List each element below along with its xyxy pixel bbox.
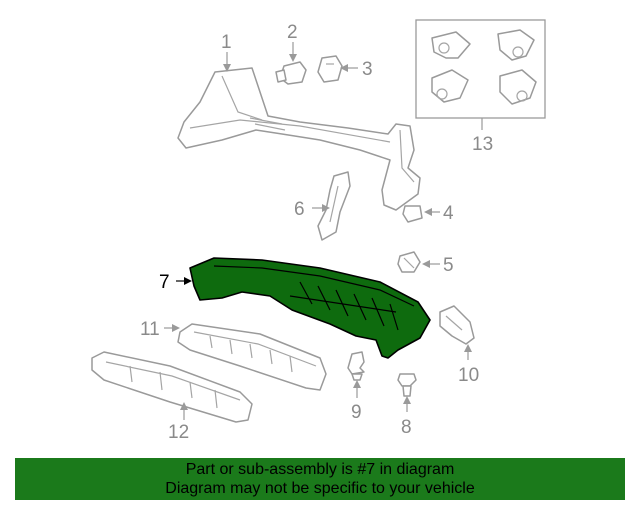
callout-11: 11: [140, 319, 160, 340]
part-12-reinforcement[interactable]: [91, 351, 253, 423]
callout-5: 5: [443, 255, 454, 276]
leader-lines: [164, 42, 483, 420]
callout-7: 7: [159, 272, 170, 293]
part-1-bumper-bracket[interactable]: [177, 67, 421, 211]
sensor-bottom-left: [431, 69, 469, 103]
sensor-bottom-right: [499, 69, 537, 105]
part-11-absorber[interactable]: [177, 323, 327, 391]
callout-2: 2: [287, 22, 298, 43]
sensor-top-right: [497, 29, 535, 61]
part-7-lower-valance[interactable]: [189, 257, 431, 359]
part-6-bracket[interactable]: [317, 171, 351, 241]
banner-line-1: Part or sub-assembly is #7 in diagram: [185, 461, 455, 478]
callout-9: 9: [351, 402, 362, 423]
sensor-top-left: [431, 31, 471, 59]
callout-10: 10: [458, 365, 479, 386]
callout-12: 12: [168, 422, 189, 443]
callout-labels: 1 2 3 4 5 6 7 8 9 10 11 12 13: [140, 22, 493, 443]
parts-diagram: 1 2 3 4 5 6 7 8 9 10 11 12 13: [91, 19, 546, 443]
part-8-bolt[interactable]: [397, 373, 417, 397]
callout-13: 13: [472, 134, 493, 155]
info-banner: Part or sub-assembly is #7 in diagram Di…: [15, 458, 625, 500]
part-9-bolt[interactable]: [347, 351, 365, 381]
part-4-clip[interactable]: [402, 205, 423, 223]
callout-6: 6: [294, 199, 305, 220]
callout-1: 1: [221, 32, 232, 53]
part-3-clip[interactable]: [317, 55, 343, 83]
banner-line-2: Diagram may not be specific to your vehi…: [165, 480, 475, 497]
callout-3: 3: [362, 59, 373, 80]
callout-4: 4: [443, 203, 454, 224]
part-2-fastener[interactable]: [275, 61, 307, 85]
callout-8: 8: [401, 417, 412, 438]
part-5-clip[interactable]: [397, 251, 421, 273]
part-10-bracket[interactable]: [439, 305, 475, 345]
part-13-sensor-set[interactable]: [415, 19, 546, 119]
